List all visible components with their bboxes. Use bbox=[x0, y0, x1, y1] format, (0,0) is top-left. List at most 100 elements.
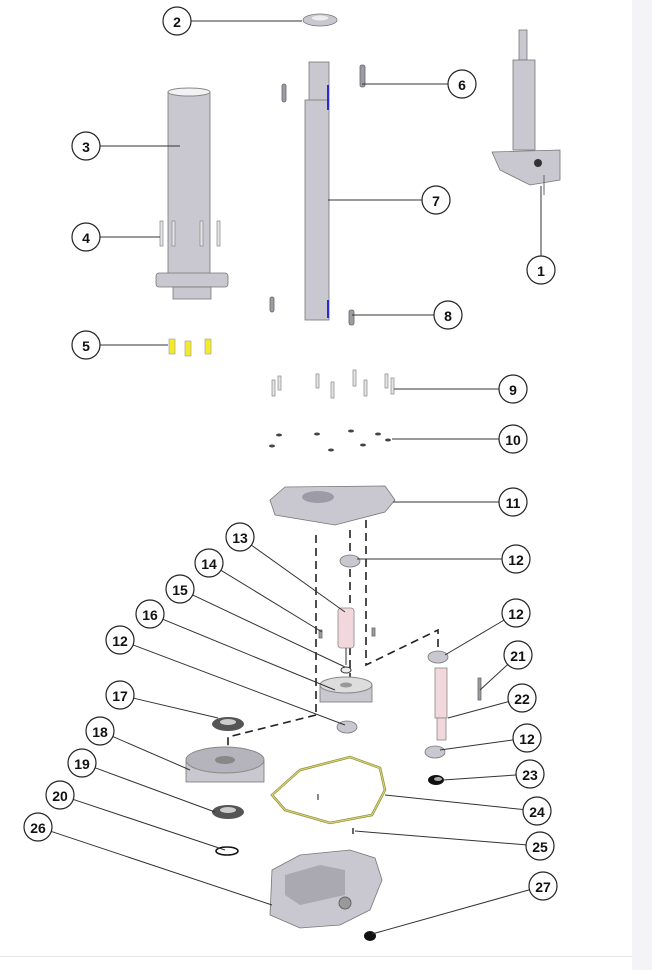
callout-number: 4 bbox=[82, 230, 90, 246]
callout-21: 21 bbox=[503, 640, 533, 670]
callout-number: 12 bbox=[508, 552, 524, 568]
callout-12: 12 bbox=[501, 544, 531, 574]
callout-number: 2 bbox=[173, 14, 181, 30]
part-1-assembly bbox=[491, 29, 561, 195]
leader-line-25 bbox=[354, 830, 527, 846]
callout-circle bbox=[501, 598, 531, 628]
callout-12: 12 bbox=[105, 625, 135, 655]
callout-number: 14 bbox=[201, 556, 217, 572]
callout-11: 11 bbox=[498, 487, 528, 517]
callout-7: 7 bbox=[421, 185, 451, 215]
callout-number: 1 bbox=[537, 263, 545, 279]
callout-number: 12 bbox=[519, 731, 535, 747]
callout-number: 16 bbox=[142, 607, 158, 623]
callout-circle bbox=[421, 185, 451, 215]
callout-circle bbox=[503, 640, 533, 670]
callout-number: 5 bbox=[82, 338, 90, 354]
callout-circle bbox=[162, 6, 192, 36]
callout-number: 12 bbox=[508, 606, 524, 622]
part-24-gasket bbox=[270, 755, 387, 825]
callout-6: 6 bbox=[447, 69, 477, 99]
callout-circle bbox=[85, 716, 115, 746]
leader-line-23 bbox=[442, 774, 517, 781]
callout-circle bbox=[447, 69, 477, 99]
callout-number: 15 bbox=[172, 582, 188, 598]
callout-number: 18 bbox=[92, 724, 108, 740]
callout-24: 24 bbox=[522, 796, 552, 826]
callout-circle bbox=[512, 723, 542, 753]
callout-circle bbox=[45, 780, 75, 810]
callout-number: 11 bbox=[506, 495, 521, 511]
part-8-keys bbox=[269, 296, 355, 326]
callout-circle bbox=[67, 748, 97, 778]
right-scrollbar-area bbox=[632, 0, 652, 970]
callout-10: 10 bbox=[498, 424, 528, 454]
leader-line-12 bbox=[439, 739, 514, 751]
callout-number: 9 bbox=[509, 382, 517, 398]
callout-number: 24 bbox=[529, 804, 545, 820]
callout-circle bbox=[507, 683, 537, 713]
leader-line-20 bbox=[73, 798, 226, 851]
leader-line-18 bbox=[112, 736, 191, 771]
part-6-keys bbox=[281, 64, 366, 103]
callout-15: 15 bbox=[165, 574, 195, 604]
callout-number: 19 bbox=[74, 756, 90, 772]
leader-line-17 bbox=[133, 697, 219, 719]
callout-circle bbox=[71, 222, 101, 252]
part-16-gear bbox=[319, 676, 373, 703]
leader-line-12 bbox=[444, 619, 505, 656]
part-19-bearing bbox=[212, 805, 244, 819]
leader-line-13 bbox=[251, 544, 346, 613]
leader-line-19 bbox=[94, 767, 216, 813]
callout-4: 4 bbox=[71, 222, 101, 252]
callout-circle bbox=[105, 680, 135, 710]
callout-circle bbox=[135, 599, 165, 629]
callout-number: 23 bbox=[522, 767, 538, 783]
callout-circle bbox=[515, 759, 545, 789]
callout-3: 3 bbox=[71, 131, 101, 161]
callout-circle bbox=[71, 330, 101, 360]
callout-5: 5 bbox=[71, 330, 101, 360]
part-24-pin bbox=[317, 794, 319, 800]
callout-circle bbox=[522, 796, 552, 826]
callout-27: 27 bbox=[528, 871, 558, 901]
part-22-shaft bbox=[434, 667, 448, 741]
part-26-housing bbox=[269, 849, 383, 929]
callout-25: 25 bbox=[525, 831, 555, 861]
callout-number: 25 bbox=[532, 839, 548, 855]
leader-line-26 bbox=[51, 830, 273, 906]
part-13-shaft bbox=[337, 607, 355, 665]
callouts-layer: 1234567891011121212121314151617181920212… bbox=[23, 6, 558, 935]
parts-layer bbox=[155, 13, 561, 941]
leader-line-21 bbox=[479, 664, 509, 691]
part-11-cover bbox=[269, 485, 396, 526]
callout-16: 16 bbox=[135, 599, 165, 629]
callout-number: 8 bbox=[444, 308, 452, 324]
callout-number: 21 bbox=[510, 648, 526, 664]
part-3-tube bbox=[155, 87, 229, 300]
callout-number: 26 bbox=[30, 820, 46, 836]
callout-circle bbox=[528, 871, 558, 901]
leader-line-27 bbox=[371, 889, 530, 935]
assembly-guide-lines bbox=[227, 520, 439, 755]
part-27-plug bbox=[364, 931, 376, 941]
callout-12: 12 bbox=[501, 598, 531, 628]
callout-circle bbox=[501, 544, 531, 574]
callout-circle bbox=[526, 255, 556, 285]
callout-number: 27 bbox=[535, 879, 551, 895]
leader-line-16 bbox=[162, 618, 336, 691]
bottom-divider bbox=[0, 956, 632, 957]
callout-circle bbox=[498, 487, 528, 517]
part-18-gear bbox=[185, 746, 265, 783]
callout-circle bbox=[498, 374, 528, 404]
part-15-ring bbox=[340, 666, 352, 674]
callout-number: 20 bbox=[52, 788, 68, 804]
callout-12: 12 bbox=[512, 723, 542, 753]
callout-18: 18 bbox=[85, 716, 115, 746]
callout-22: 22 bbox=[507, 683, 537, 713]
part-14-key bbox=[318, 629, 323, 639]
callout-20: 20 bbox=[45, 780, 75, 810]
callout-number: 10 bbox=[505, 432, 521, 448]
callout-1: 1 bbox=[526, 255, 556, 285]
